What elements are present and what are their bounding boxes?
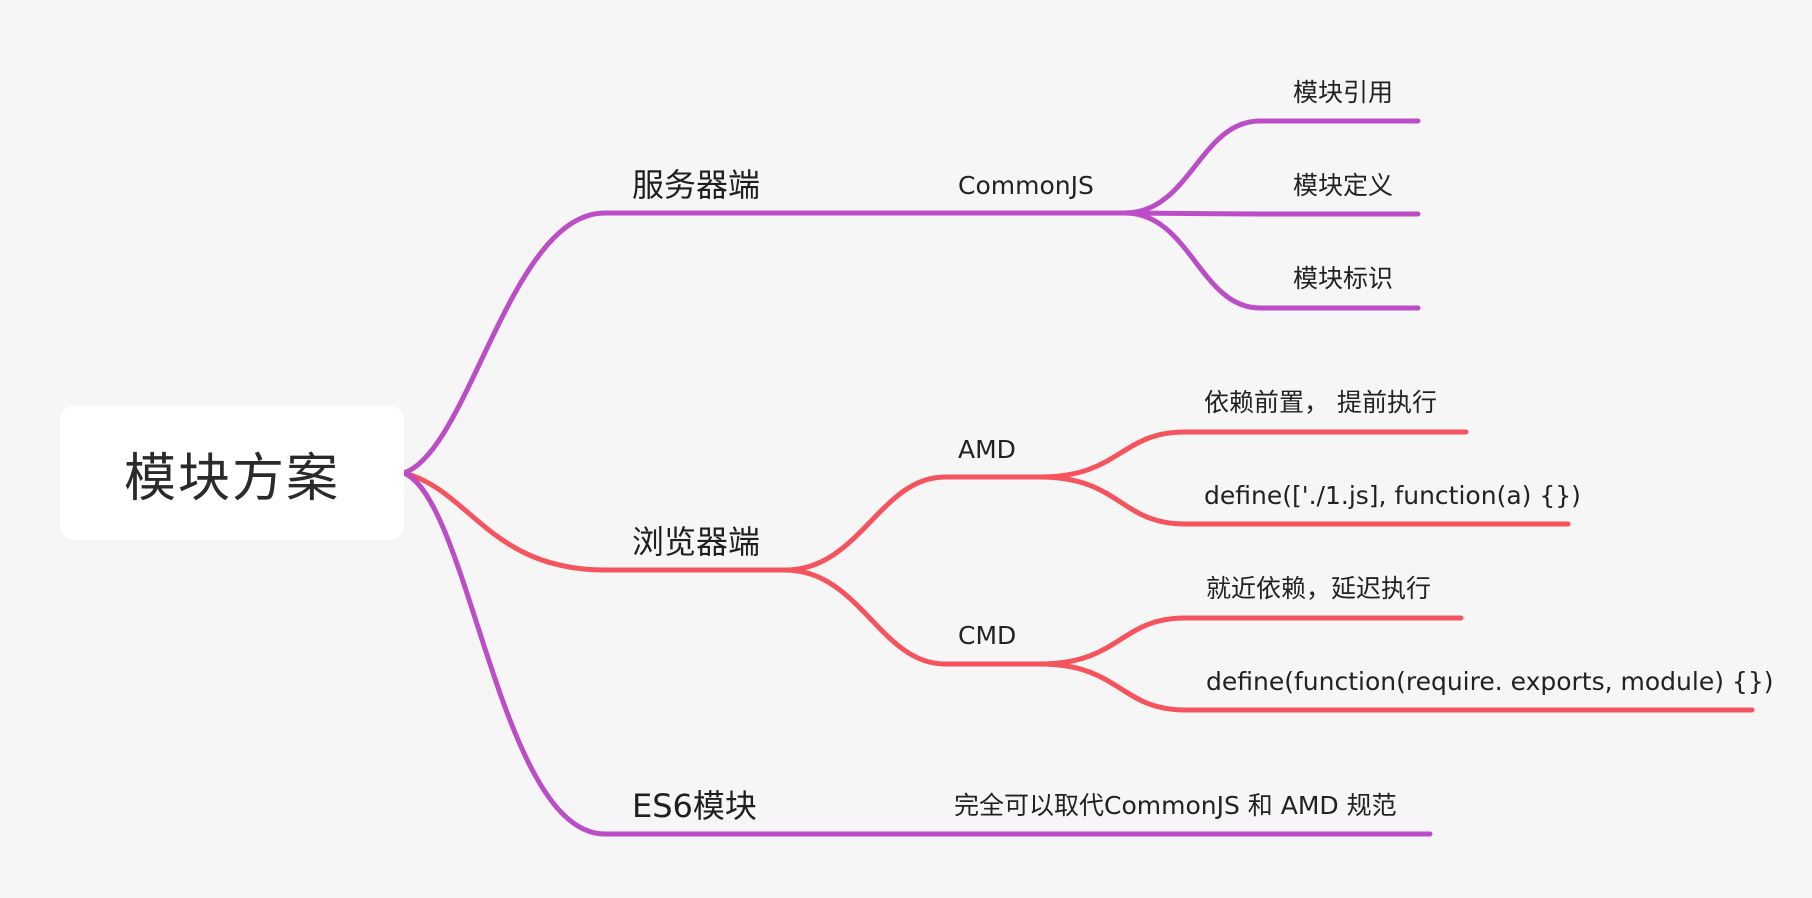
node-browser[interactable]: 浏览器端 [632,523,761,561]
node-module-reference[interactable]: 模块引用 [1293,78,1394,107]
node-es6-desc[interactable]: 完全可以取代CommonJS 和 AMD 规范 [954,791,1397,820]
node-cmd-define-example[interactable]: define(function(require. exports, module… [1206,667,1774,696]
connector-browser-cmd [782,567,1043,667]
node-server[interactable]: 服务器端 [632,166,761,204]
connector-commonjs-def [1122,210,1421,217]
root-node[interactable]: 模块方案 [60,406,404,540]
connector-cmd-near [1037,615,1464,667]
node-commonjs[interactable]: CommonJS [958,171,1094,200]
node-es6[interactable]: ES6模块 [632,787,757,825]
connector-amd-pre [1037,429,1469,480]
node-cmd-nearby-dependency[interactable]: 就近依赖，延迟执行 [1206,574,1432,603]
connector-commonjs-id [1122,210,1421,311]
node-module-identifier[interactable]: 模块标识 [1293,264,1394,293]
connector-cmd-define [1037,661,1755,713]
connector-amd-define [1037,474,1571,527]
connector-root-browser [401,470,788,573]
connector-root-es6 [401,470,788,837]
connector-root-server [401,210,788,476]
root-label: 模块方案 [123,448,340,509]
node-module-definition[interactable]: 模块定义 [1293,171,1394,200]
node-amd[interactable]: AMD [958,435,1016,464]
connector-browser-amd [782,474,1043,573]
connector-commonjs-ref [1122,118,1421,216]
node-amd-define-example[interactable]: define(['./1.js], function(a) {}) [1204,481,1581,510]
node-cmd[interactable]: CMD [958,621,1017,650]
node-amd-dependency-first[interactable]: 依赖前置， 提前执行 [1204,388,1437,417]
